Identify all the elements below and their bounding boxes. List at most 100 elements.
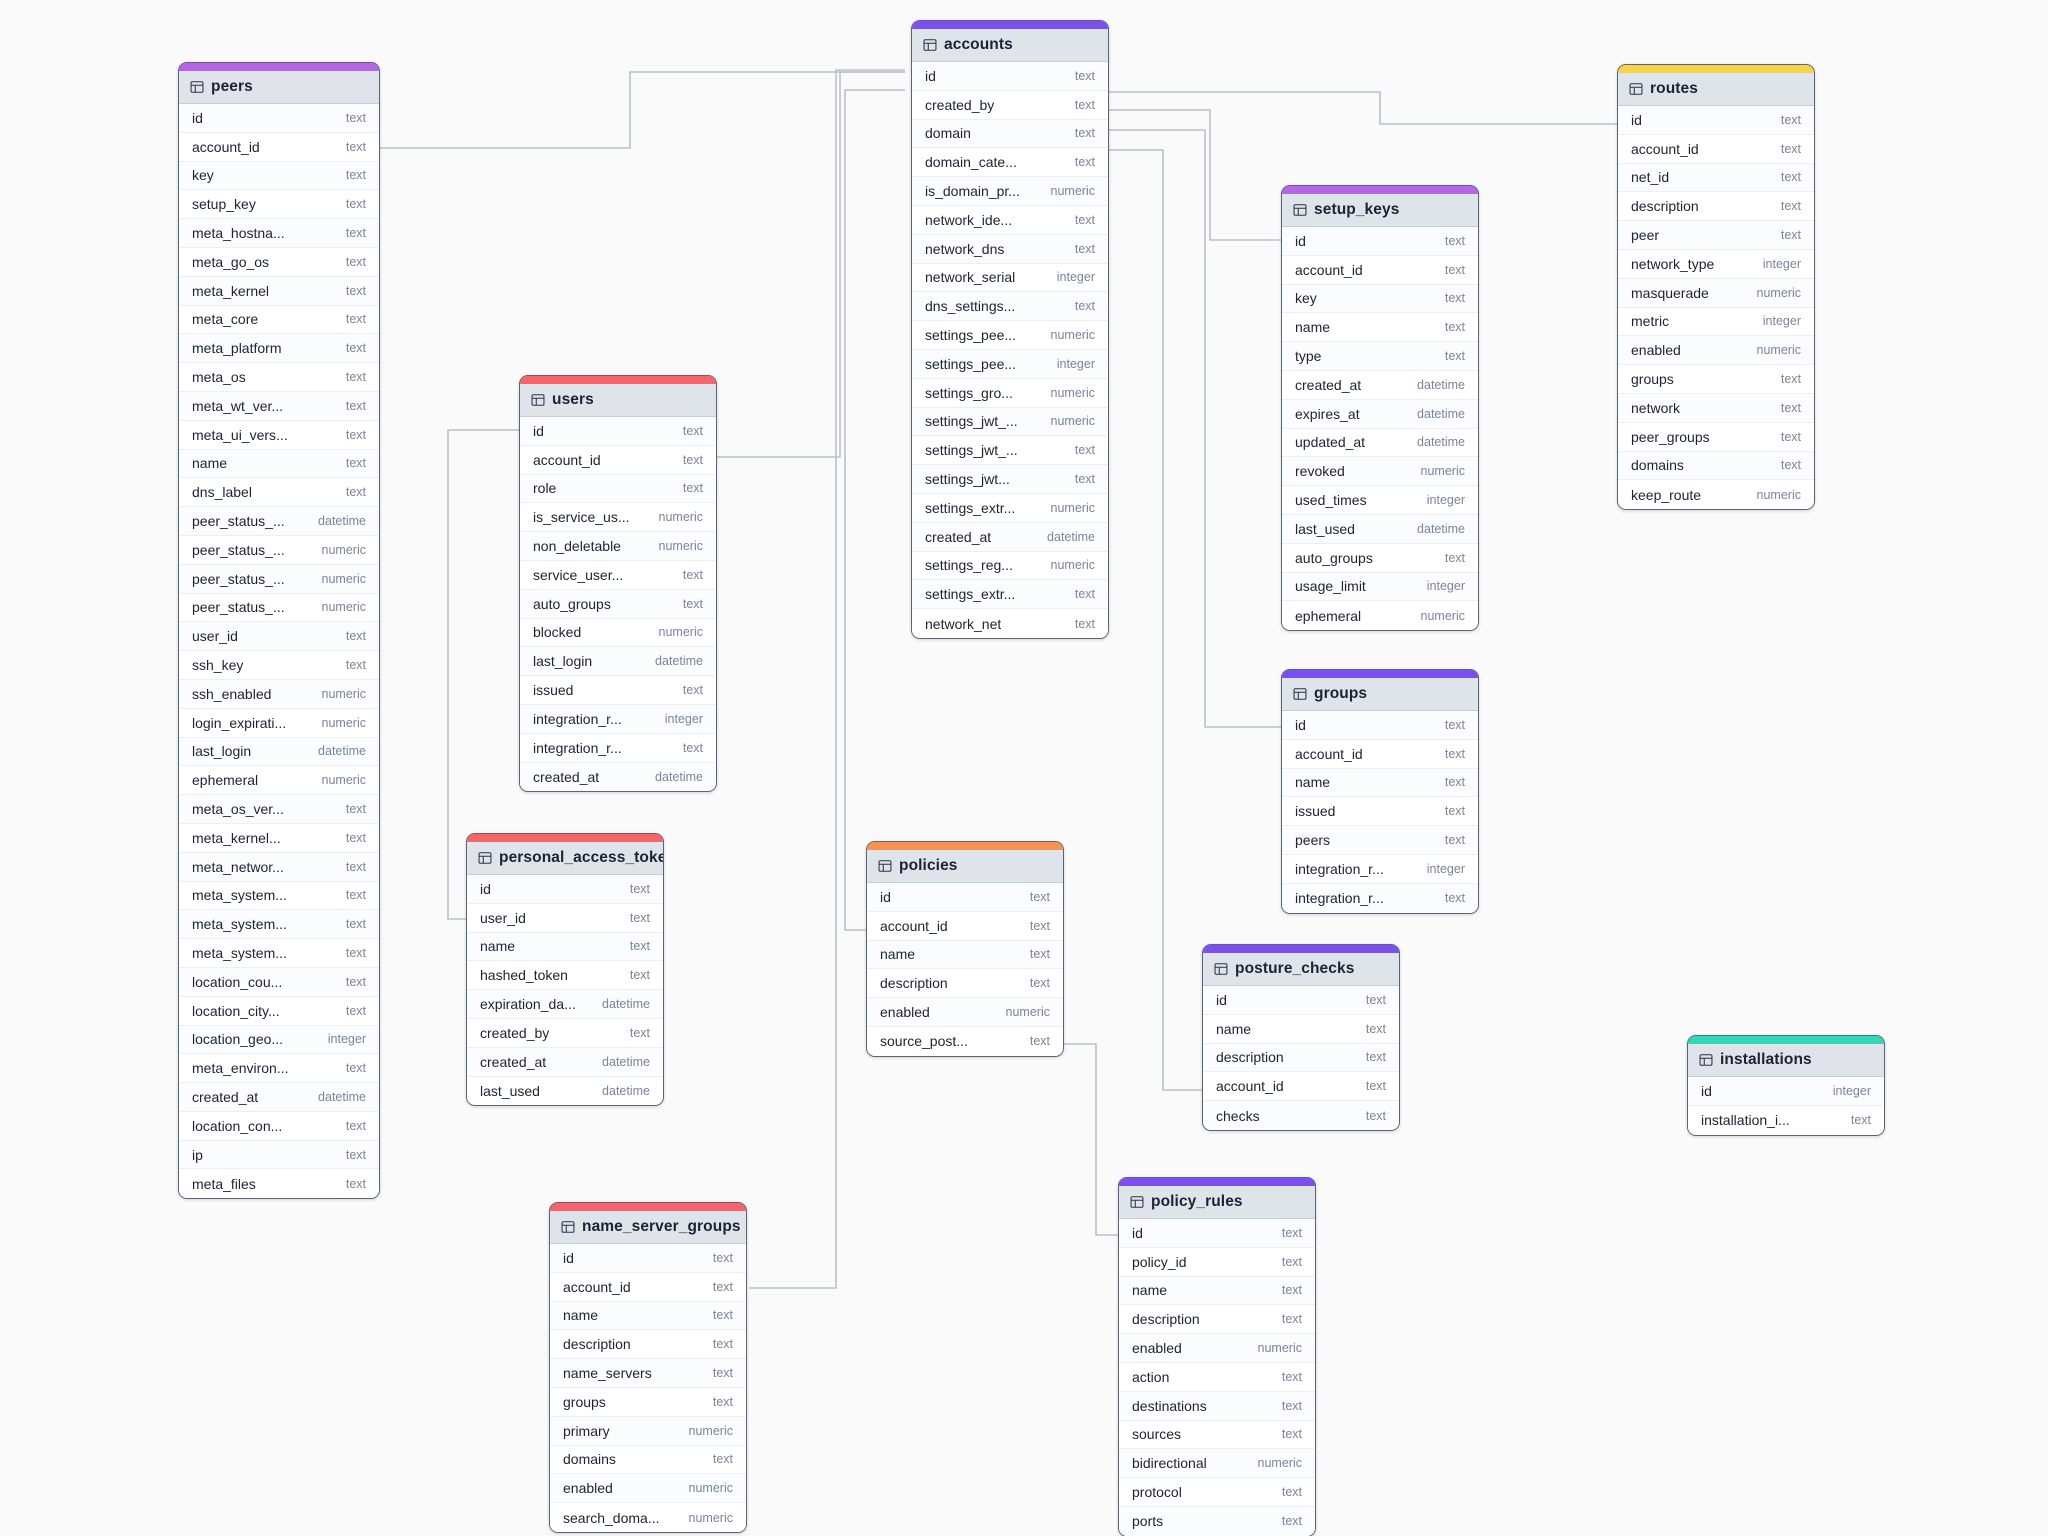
column-row[interactable]: settings_pee...integer <box>912 349 1108 379</box>
column-row[interactable]: service_user...text <box>520 560 716 590</box>
column-row[interactable]: integration_r...text <box>520 733 716 763</box>
column-row[interactable]: integration_r...integer <box>520 704 716 734</box>
table-node-personal_access_tokens[interactable]: personal_access_tokensidtextuser_idtextn… <box>466 833 664 1107</box>
column-row[interactable]: meta_networ...text <box>179 852 379 882</box>
column-row[interactable]: domain_cate...text <box>912 148 1108 178</box>
column-row[interactable]: settings_jwt...text <box>912 465 1108 494</box>
column-row[interactable]: location_city...text <box>179 996 379 1026</box>
column-row[interactable]: settings_extr...text <box>912 580 1108 610</box>
column-row[interactable]: is_domain_pr...numeric <box>912 177 1108 206</box>
table-header-installations[interactable]: installations <box>1688 1044 1884 1077</box>
column-row[interactable]: peer_status_...numeric <box>179 564 379 594</box>
column-row[interactable]: meta_kernel...text <box>179 823 379 853</box>
table-header-policies[interactable]: policies <box>867 850 1063 883</box>
column-row[interactable]: installation_i...text <box>1688 1105 1884 1135</box>
column-row[interactable]: peer_status_...numeric <box>179 593 379 623</box>
column-row[interactable]: location_geo...integer <box>179 1025 379 1055</box>
column-row[interactable]: settings_jwt_...numeric <box>912 407 1108 437</box>
column-row[interactable]: settings_extr...numeric <box>912 493 1108 523</box>
column-row[interactable]: meta_system...text <box>179 910 379 940</box>
column-row[interactable]: search_doma...numeric <box>550 1503 746 1532</box>
table-header-users[interactable]: users <box>520 384 716 417</box>
table-header-personal_access_tokens[interactable]: personal_access_tokens <box>467 842 663 875</box>
column-row[interactable]: meta_system...text <box>179 939 379 968</box>
column-row[interactable]: source_post...text <box>867 1026 1063 1056</box>
